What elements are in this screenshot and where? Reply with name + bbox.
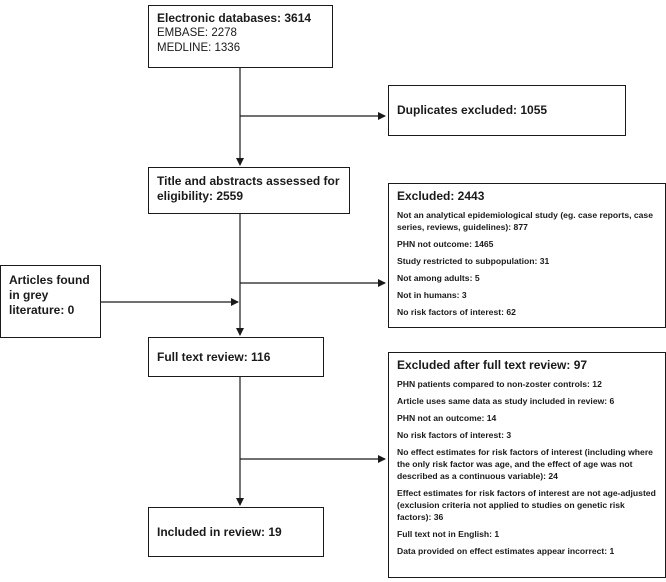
excluded-2-reason: Full text not in English: 1 [397, 529, 500, 539]
excluded-2-reason: PHN not an outcome: 14 [397, 413, 497, 423]
fulltext-title: Full text review: 116 [157, 349, 271, 364]
excluded-1-reason: Study restricted to subpopulation: 31 [397, 256, 550, 266]
excluded-2-reason: Data provided on effect estimates appear… [397, 546, 615, 556]
box-duplicates-excluded: Duplicates excluded: 1055 [388, 85, 626, 136]
excluded-2-reason: Article uses same data as study included… [397, 396, 615, 406]
grey-title: Articles found in grey literature: 0 [9, 273, 90, 317]
databases-embase: EMBASE: 2278 [157, 27, 237, 39]
excluded-1-reason: No risk factors of interest: 62 [397, 307, 516, 317]
excluded-2-reason: PHN patients compared to non-zoster cont… [397, 379, 602, 389]
excluded-1-reason: Not in humans: 3 [397, 290, 467, 300]
excluded-2-title: Excluded after full text review: 97 [397, 358, 588, 372]
excluded-2-reason: Effect estimates for risk factors of int… [397, 488, 656, 522]
box-excluded-screening: Excluded: 2443 Not an analytical epidemi… [388, 183, 666, 328]
excluded-2-reason: No risk factors of interest: 3 [397, 430, 512, 440]
duplicates-title: Duplicates excluded: 1055 [397, 103, 548, 117]
box-grey-literature: Articles found in grey literature: 0 [0, 265, 101, 338]
excluded-1-reason: Not among adults: 5 [397, 273, 480, 283]
box-electronic-databases: Electronic databases: 3614 EMBASE: 2278 … [148, 5, 333, 68]
excluded-2-reason: No effect estimates for risk factors of … [397, 447, 653, 481]
databases-title: Electronic databases: 3614 [157, 11, 312, 25]
box-excluded-full-text: Excluded after full text review: 97 PHN … [388, 352, 666, 578]
excluded-1-title: Excluded: 2443 [397, 189, 485, 203]
screening-title: Title and abstracts assessed for eligibi… [157, 174, 340, 203]
box-title-abstract-screening: Title and abstracts assessed for eligibi… [148, 167, 350, 214]
included-title: Included in review: 19 [157, 524, 282, 539]
box-full-text-review: Full text review: 116 [148, 337, 324, 377]
box-included-in-review: Included in review: 19 [148, 507, 324, 557]
excluded-1-reason: PHN not outcome: 1465 [397, 239, 494, 249]
databases-medline: MEDLINE: 1336 [157, 42, 241, 54]
excluded-1-reason: Not an analytical epidemiological study … [397, 210, 653, 232]
